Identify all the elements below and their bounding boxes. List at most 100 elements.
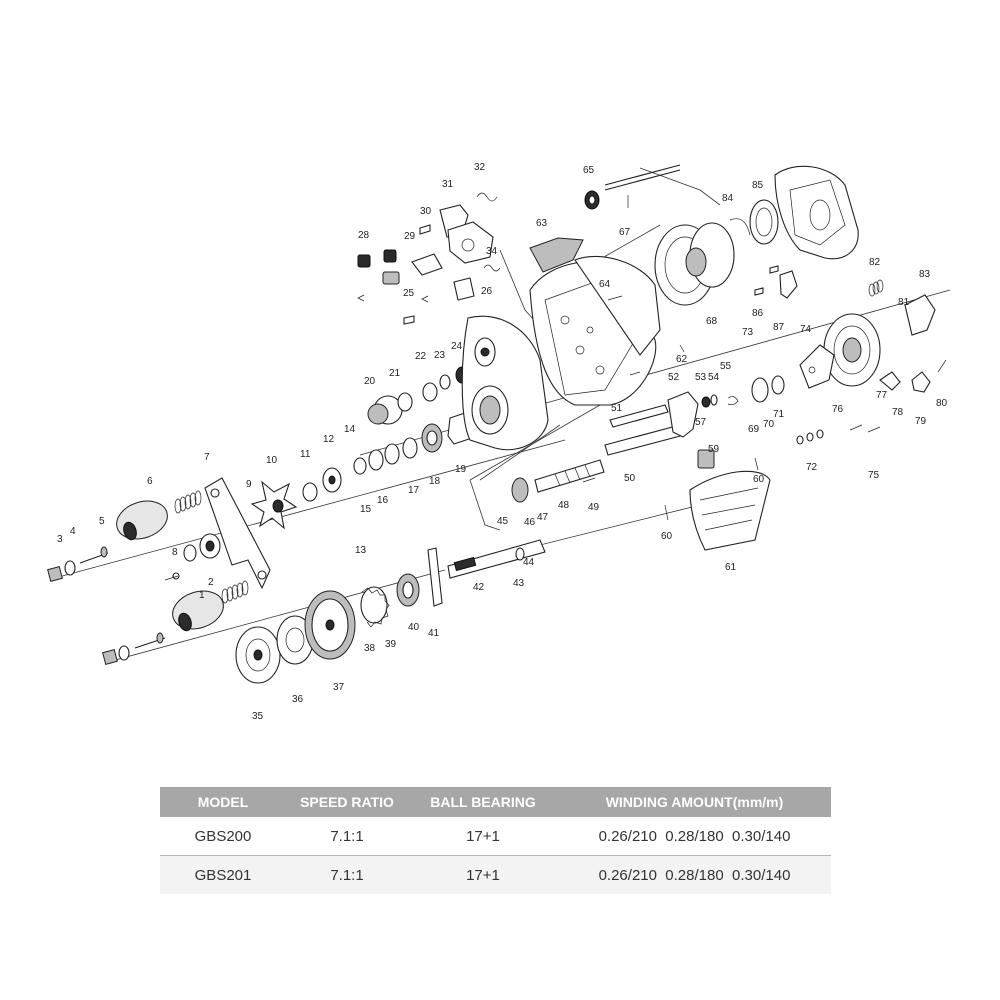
brake-assembly xyxy=(751,279,947,445)
label-50: 50 xyxy=(624,473,636,484)
level-wind-assembly xyxy=(511,391,771,551)
label-85: 85 xyxy=(752,180,764,191)
table-row: GBS200 7.1:1 17+1 0.26/210 0.28/180 0.30… xyxy=(160,817,831,856)
label-77: 77 xyxy=(876,390,888,401)
label-8: 8 xyxy=(172,547,178,558)
label-15: 15 xyxy=(360,504,372,515)
label-60b: 60 xyxy=(661,531,673,542)
handle-assembly xyxy=(47,477,271,665)
label-72: 72 xyxy=(806,462,818,473)
cell-winding-amount: 0.26/210 0.28/180 0.30/140 xyxy=(558,855,831,894)
label-79: 79 xyxy=(915,416,927,427)
label-73: 73 xyxy=(742,327,754,338)
label-3: 3 xyxy=(57,534,63,545)
label-38: 38 xyxy=(364,643,376,654)
label-71: 71 xyxy=(773,409,785,420)
label-42: 42 xyxy=(473,582,485,593)
label-2: 2 xyxy=(208,577,214,588)
label-46: 46 xyxy=(524,517,536,528)
label-74: 74 xyxy=(800,324,812,335)
label-43: 43 xyxy=(513,578,525,589)
label-63: 63 xyxy=(536,218,548,229)
label-30: 30 xyxy=(420,206,432,217)
main-frame xyxy=(529,237,661,406)
label-69: 69 xyxy=(748,424,760,435)
label-35: 35 xyxy=(252,711,264,722)
label-9: 9 xyxy=(246,479,252,490)
label-13: 13 xyxy=(355,545,367,556)
cell-winding-amount: 0.26/210 0.28/180 0.30/140 xyxy=(558,817,831,856)
label-28: 28 xyxy=(358,230,370,241)
header-speed-ratio: SPEED RATIO xyxy=(286,787,408,817)
label-11: 11 xyxy=(300,449,311,460)
label-5: 5 xyxy=(99,516,105,527)
label-81: 81 xyxy=(898,297,910,308)
label-29: 29 xyxy=(404,231,416,242)
right-side-cover xyxy=(729,165,859,299)
label-51: 51 xyxy=(611,403,623,414)
label-21: 21 xyxy=(389,368,401,379)
label-64: 64 xyxy=(599,279,611,290)
label-26: 26 xyxy=(481,286,493,297)
part-number-labels: 1 2 3 4 5 6 7 8 9 10 11 12 13 14 15 16 1… xyxy=(57,162,948,722)
cell-model: GBS200 xyxy=(160,817,286,856)
header-model: MODEL xyxy=(160,787,286,817)
label-68: 68 xyxy=(706,316,718,327)
label-32: 32 xyxy=(474,162,486,173)
left-side-plate xyxy=(461,315,549,451)
label-86: 86 xyxy=(752,308,764,319)
cell-speed-ratio: 7.1:1 xyxy=(286,855,408,894)
label-25: 25 xyxy=(403,288,415,299)
label-62: 62 xyxy=(676,354,688,365)
label-84: 84 xyxy=(722,193,734,204)
spec-table: MODEL SPEED RATIO BALL BEARING WINDING A… xyxy=(160,787,831,894)
label-67: 67 xyxy=(619,227,631,238)
label-1: 1 xyxy=(199,590,205,601)
label-57: 57 xyxy=(695,417,707,428)
label-76: 76 xyxy=(832,404,844,415)
label-55: 55 xyxy=(720,361,732,372)
label-23: 23 xyxy=(434,350,446,361)
label-31: 31 xyxy=(442,179,454,190)
header-winding-amount: WINDING AMOUNT(mm/m) xyxy=(558,787,831,817)
label-75: 75 xyxy=(868,470,880,481)
header-ball-bearing: BALL BEARING xyxy=(408,787,558,817)
label-45: 45 xyxy=(497,516,509,527)
label-78: 78 xyxy=(892,407,904,418)
label-4: 4 xyxy=(70,526,76,537)
label-48: 48 xyxy=(558,500,570,511)
label-17: 17 xyxy=(408,485,420,496)
label-87: 87 xyxy=(773,322,785,333)
label-65: 65 xyxy=(583,165,595,176)
label-22: 22 xyxy=(415,351,427,362)
label-60a: 60 xyxy=(753,474,765,485)
label-59: 59 xyxy=(708,444,720,455)
label-12: 12 xyxy=(323,434,335,445)
label-39: 39 xyxy=(385,639,397,650)
label-41: 41 xyxy=(428,628,440,639)
label-24: 24 xyxy=(451,341,463,352)
label-53: 53 xyxy=(695,372,707,383)
drag-washer-stack xyxy=(250,366,477,530)
cell-ball-bearing: 17+1 xyxy=(408,817,558,856)
label-34: 34 xyxy=(486,246,498,257)
label-6: 6 xyxy=(147,476,153,487)
label-37: 37 xyxy=(333,682,345,693)
spec-table-header: MODEL SPEED RATIO BALL BEARING WINDING A… xyxy=(160,787,831,817)
label-10: 10 xyxy=(266,455,278,466)
label-52: 52 xyxy=(668,372,680,383)
label-61: 61 xyxy=(725,562,737,573)
cell-speed-ratio: 7.1:1 xyxy=(286,817,408,856)
table-row: GBS201 7.1:1 17+1 0.26/210 0.28/180 0.30… xyxy=(160,855,831,894)
label-16: 16 xyxy=(377,495,389,506)
cell-ball-bearing: 17+1 xyxy=(408,855,558,894)
label-40: 40 xyxy=(408,622,420,633)
label-14: 14 xyxy=(344,424,356,435)
label-18: 18 xyxy=(429,476,441,487)
label-82: 82 xyxy=(869,257,881,268)
label-44: 44 xyxy=(523,557,535,568)
label-47: 47 xyxy=(537,512,549,523)
spool-assembly xyxy=(584,164,735,353)
label-49: 49 xyxy=(588,502,600,513)
